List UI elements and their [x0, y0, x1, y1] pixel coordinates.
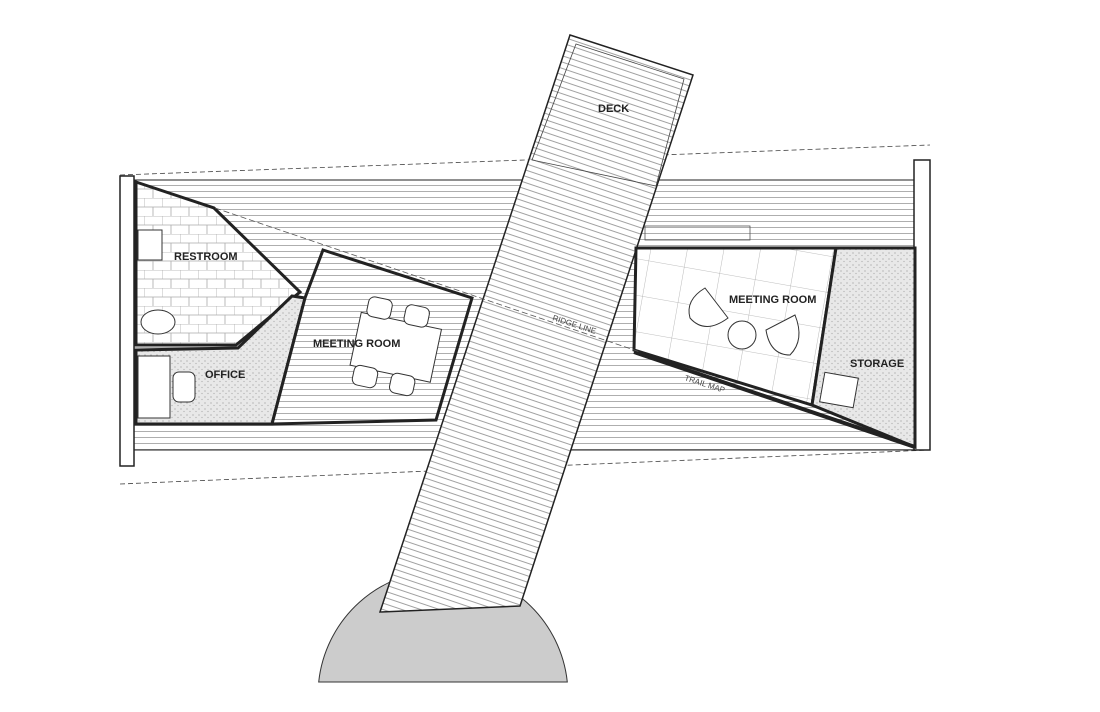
ridge-line [214, 207, 641, 353]
storage-shower [819, 371, 859, 409]
office-desk [137, 355, 171, 419]
label-deck: DECK [598, 103, 629, 115]
bench [644, 225, 751, 241]
meeting-table-left [349, 296, 443, 397]
chair-right-1 [688, 287, 729, 327]
deck-railing [531, 43, 685, 187]
sink [137, 229, 163, 261]
chair-right-2 [765, 314, 800, 356]
label-meeting-room-right: MEETING ROOM [729, 294, 816, 306]
toilet [140, 309, 176, 335]
left-end-wall [119, 175, 135, 467]
label-meeting-room-left: MEETING ROOM [313, 338, 400, 350]
table-right [727, 320, 757, 350]
label-storage: STORAGE [850, 358, 904, 370]
label-office: OFFICE [205, 369, 245, 381]
label-restroom: RESTROOM [174, 251, 238, 263]
deck [378, 34, 694, 613]
office-chair [172, 371, 196, 403]
roof-outline [119, 144, 931, 485]
angled-wall [633, 350, 916, 449]
